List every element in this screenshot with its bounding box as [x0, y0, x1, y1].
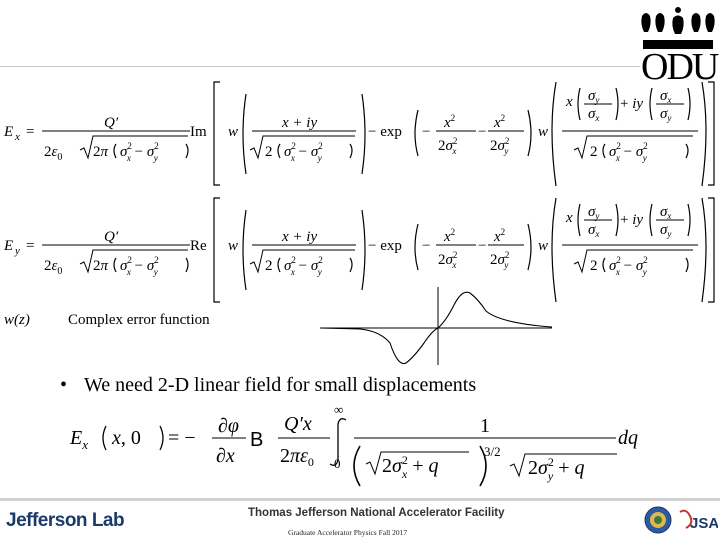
svg-text:x2: x2: [493, 113, 505, 131]
svg-text:Im: Im: [190, 124, 207, 140]
svg-text:σ2x − σ2y: σ2x − σ2y: [284, 255, 323, 277]
svg-text:σ2x − σ2y: σ2x − σ2y: [609, 255, 648, 277]
svg-text:σx: σx: [588, 222, 599, 239]
complex-error-description: Complex error function: [68, 312, 210, 328]
svg-text:−: −: [478, 238, 486, 254]
jsa-logo-icon: JSA: [679, 509, 718, 532]
odu-logo-bar: [643, 40, 713, 49]
svg-text:x, 0: x, 0: [111, 427, 141, 449]
odu-crown-icon: [641, 7, 715, 34]
svg-text:x + iy: x + iy: [281, 229, 317, 245]
svg-text:2: 2: [590, 144, 598, 160]
svg-text:=: =: [26, 238, 34, 254]
svg-text:σy: σy: [588, 204, 599, 221]
svg-text:−: −: [422, 124, 430, 140]
svg-text:−: −: [422, 238, 430, 254]
jefferson-lab-logo: Jefferson Lab: [6, 510, 125, 531]
svg-text:x + iy: x + iy: [281, 115, 317, 131]
svg-text:2ε0: 2ε0: [44, 258, 62, 277]
svg-text:Re: Re: [190, 238, 207, 254]
svg-text:x: x: [565, 94, 573, 110]
svg-text:2: 2: [590, 258, 598, 274]
svg-text:w: w: [228, 238, 238, 254]
svg-text:0: 0: [334, 456, 341, 471]
svg-text:= −: = −: [168, 427, 196, 449]
svg-text:2πε0: 2πε0: [280, 445, 314, 469]
svg-text:σx: σx: [588, 106, 599, 123]
odu-logo-text: ODU: [641, 46, 719, 88]
svg-text:−: −: [478, 124, 486, 140]
svg-text:2π: 2π: [93, 258, 109, 274]
svg-text:σ2x − σ2y: σ2x − σ2y: [120, 255, 159, 277]
svg-text:Q′: Q′: [104, 115, 119, 131]
svg-text:dq: dq: [618, 427, 638, 449]
svg-text:y: y: [14, 245, 20, 257]
facility-name: Thomas Jefferson National Accelerator Fa…: [248, 507, 505, 519]
svg-text:− exp: − exp: [368, 238, 402, 254]
top-divider: [0, 66, 640, 67]
svg-text:σy: σy: [660, 106, 671, 123]
svg-text:JSA: JSA: [690, 515, 718, 532]
svg-text:=: =: [26, 124, 34, 140]
complex-error-symbol: w(z): [4, 312, 30, 328]
ey-lhs: E: [3, 238, 13, 254]
svg-text:σ2x − σ2y: σ2x − σ2y: [609, 141, 648, 163]
svg-text:∂x: ∂x: [216, 445, 235, 467]
svg-text:B: B: [250, 429, 263, 451]
svg-text:x2: x2: [493, 227, 505, 245]
svg-text:2: 2: [265, 258, 273, 274]
svg-text:2π: 2π: [93, 144, 109, 160]
svg-text:σ2x − σ2y: σ2x − σ2y: [284, 141, 323, 163]
svg-text:x2: x2: [443, 227, 455, 245]
error-function-plot: [320, 287, 552, 365]
bullet-marker: •: [60, 374, 68, 396]
footer-divider: [0, 498, 720, 501]
bullet-text: We need 2-D linear field for small displ…: [84, 374, 477, 396]
bullet-point: • We need 2-D linear field for small disp…: [60, 374, 476, 397]
footer: [0, 501, 720, 540]
svg-text:Q′: Q′: [104, 229, 119, 245]
svg-text:x2: x2: [443, 113, 455, 131]
svg-text:w: w: [538, 238, 548, 254]
error-function-curve: [320, 291, 552, 365]
svg-text:2: 2: [265, 144, 273, 160]
svg-text:x: x: [14, 131, 20, 143]
svg-text:σx: σx: [660, 88, 671, 105]
svg-text:+ iy: + iy: [620, 96, 643, 112]
svg-text:1: 1: [480, 415, 490, 437]
svg-text:σ2x − σ2y: σ2x − σ2y: [120, 141, 159, 163]
svg-text:σx: σx: [660, 204, 671, 221]
svg-text:Ex: Ex: [69, 427, 88, 452]
course-label: Graduate Accelerator Physics Fall 2017: [288, 528, 408, 537]
ex-lhs: E: [3, 124, 13, 140]
svg-text:3/2: 3/2: [484, 444, 501, 459]
svg-text:σy: σy: [660, 222, 671, 239]
svg-text:Q′x: Q′x: [284, 413, 312, 435]
svg-text:w: w: [538, 124, 548, 140]
svg-text:σy: σy: [588, 88, 599, 105]
svg-text:x: x: [565, 210, 573, 226]
svg-text:+ iy: + iy: [620, 212, 643, 228]
svg-text:w: w: [228, 124, 238, 140]
doe-seal-icon: [644, 506, 672, 534]
svg-text:∞: ∞: [334, 402, 343, 417]
svg-text:− exp: − exp: [368, 124, 402, 140]
svg-text:2ε0: 2ε0: [44, 144, 62, 163]
svg-text:∂φ: ∂φ: [218, 415, 239, 437]
